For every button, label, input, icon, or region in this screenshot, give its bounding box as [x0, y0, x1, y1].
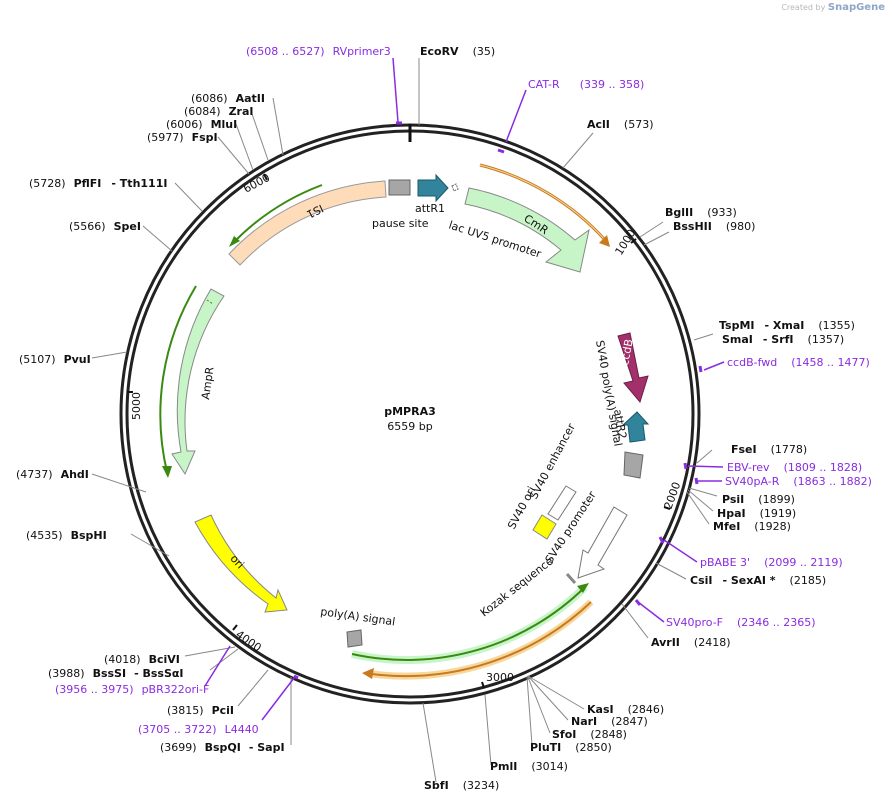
enzyme-psii[interactable]: PsiI(1899): [722, 493, 795, 506]
tick-label-3000: 3000: [486, 671, 514, 684]
enzyme-bsssi[interactable]: (3988)BssSI- BssSαI: [48, 667, 184, 680]
feature-label-ccdb: ccdB: [618, 338, 635, 366]
enzyme-hpai[interactable]: HpaI(1919): [717, 507, 796, 520]
enzyme-pflfi[interactable]: (5728)PflFI- Tth111I: [29, 177, 167, 190]
snapgene-credit: Created by SnapGene: [781, 2, 885, 13]
feature-pause-site[interactable]: [388, 179, 411, 196]
feature-label-ampr: AmpR: [199, 366, 216, 401]
primer-cat-r[interactable]: CAT-R(339 .. 358): [528, 78, 644, 91]
enzyme-smai[interactable]: SmaI- SrfI(1357): [722, 333, 844, 346]
feature-label-attr1: attR1: [415, 202, 445, 215]
tick-4000: [232, 624, 238, 631]
feature-label-polya: poly(A) signal: [320, 605, 396, 628]
enzyme-acli[interactable]: AclI(573): [587, 118, 654, 131]
feature-label-pause-site: pause site: [372, 217, 429, 230]
primer-ebv-rev[interactable]: EBV-rev(1809 .. 1828): [727, 461, 862, 474]
tick-2000: [663, 506, 671, 510]
primer-labels: (6508 .. 6527)RVprimer3 CAT-R(339 .. 358…: [55, 45, 872, 736]
enzyme-zrai[interactable]: (6084)ZraI: [184, 105, 254, 118]
tick-1000: [630, 238, 637, 244]
enzyme-csii[interactable]: CsiI- SexAI *(2185): [690, 574, 826, 587]
credit-prefix: Created by: [781, 3, 826, 12]
bottom-orange-arrowhead: [362, 668, 374, 679]
enzyme-bcivi[interactable]: (4018)BciVI: [104, 653, 180, 666]
enzyme-connectors: [91, 58, 718, 783]
enzyme-mfei[interactable]: MfeI(1928): [713, 520, 791, 533]
feature-sv40prom[interactable]: [577, 506, 628, 579]
plasmid-length: 6559 bp: [387, 420, 432, 433]
tick-6000: [263, 173, 268, 181]
enzyme-labels: EcoRV(35) AclI(573) BglII(933) BssHII(98…: [16, 45, 855, 792]
bottom-orf-green-line: [351, 586, 586, 661]
primer-ccdb-fwd[interactable]: ccdB-fwd(1458 .. 1477): [727, 356, 870, 369]
primer-l4440[interactable]: (3705 .. 3722)L4440: [138, 723, 259, 736]
enzyme-bsshii[interactable]: BssHII(980): [673, 220, 755, 233]
ampr-dash: [206, 299, 214, 305]
enzyme-avrii[interactable]: AvrII(2418): [651, 636, 730, 649]
enzyme-pluti[interactable]: PluTI(2850): [530, 741, 612, 754]
cmr-orf-line-inner: [479, 164, 607, 242]
enzyme-pmli[interactable]: PmlI(3014): [490, 760, 568, 773]
tick-3000: [481, 681, 485, 689]
feature-lacuv5[interactable]: [451, 183, 459, 192]
primer-sv40pro-f[interactable]: SV40pro-F(2346 .. 2365): [666, 616, 816, 629]
enzyme-pvui[interactable]: (5107)PvuI: [19, 353, 91, 366]
enzyme-fsei[interactable]: FseI(1778): [731, 443, 807, 456]
enzyme-ahdi[interactable]: (4737)AhdI: [16, 468, 89, 481]
feature-kozak[interactable]: [565, 573, 577, 584]
bottom-orf-green-arrowhead: [577, 583, 589, 593]
feature-sv40enh[interactable]: [547, 485, 577, 521]
feature-ccdb[interactable]: [617, 332, 649, 404]
feature-ori[interactable]: [194, 514, 288, 613]
enzyme-ecorv[interactable]: EcoRV(35): [420, 45, 495, 58]
enzyme-pcii[interactable]: (3815)PciI: [167, 704, 234, 717]
plasmid-name: pMPRA3: [384, 405, 436, 418]
feature-is1[interactable]: [228, 180, 387, 266]
enzyme-sbfi[interactable]: SbfI(3234): [424, 779, 499, 792]
feature-label-attr2: attR2: [611, 408, 629, 440]
feature-attr1[interactable]: [417, 173, 449, 203]
enzyme-sfoi[interactable]: SfoI(2848): [552, 728, 627, 741]
enzyme-bspqi[interactable]: (3699)BspQI- SapI: [160, 741, 285, 754]
feature-grey-box-1[interactable]: [623, 451, 644, 479]
feature-ampr[interactable]: [171, 288, 225, 476]
primer-rvprimer3[interactable]: (6508 .. 6527)RVprimer3: [246, 45, 391, 58]
feature-polya[interactable]: [346, 629, 363, 648]
enzyme-bsphi[interactable]: (4535)BspHI: [26, 529, 107, 542]
primer-pbabe3[interactable]: pBABE 3'(2099 .. 2119): [700, 556, 843, 569]
feature-sv40ori[interactable]: [532, 514, 557, 540]
is1-orf-arrowhead: [229, 236, 240, 247]
enzyme-bglii[interactable]: BglII(933): [665, 206, 737, 219]
feature-attr2[interactable]: [621, 411, 650, 443]
feature-label-kozak: Kozak sequence: [478, 554, 556, 619]
bottom-orange-line: [371, 601, 592, 677]
primer-connectors: [204, 57, 725, 721]
enzyme-mlui[interactable]: (6006)MluI: [166, 118, 237, 131]
feature-cmr[interactable]: [464, 187, 590, 273]
enzyme-aatii[interactable]: (6086)AatII: [191, 92, 265, 105]
ampr-orf-arrowhead: [162, 466, 172, 478]
enzyme-nari[interactable]: NarI(2847): [571, 715, 648, 728]
enzyme-kasi[interactable]: KasI(2846): [587, 703, 664, 716]
tick-label-5000: 5000: [130, 392, 143, 420]
is1-orf-line: [233, 184, 323, 243]
ampr-orf-line: [159, 285, 197, 473]
snapgene-logo: SnapGene: [827, 2, 885, 13]
enzyme-tspmi[interactable]: TspMI- XmaI(1355): [719, 319, 855, 332]
enzyme-spei[interactable]: (5566)SpeI: [69, 220, 141, 233]
enzyme-fspi[interactable]: (5977)FspI: [147, 131, 218, 144]
primer-sv40pa-r[interactable]: SV40pA-R(1863 .. 1882): [725, 475, 872, 488]
primer-pbr322ori-f[interactable]: (3956 .. 3975)pBR322ori-F: [55, 683, 209, 696]
cmr-orf-arrowhead: [599, 235, 610, 247]
tick-label-4000: 4000: [233, 628, 263, 655]
